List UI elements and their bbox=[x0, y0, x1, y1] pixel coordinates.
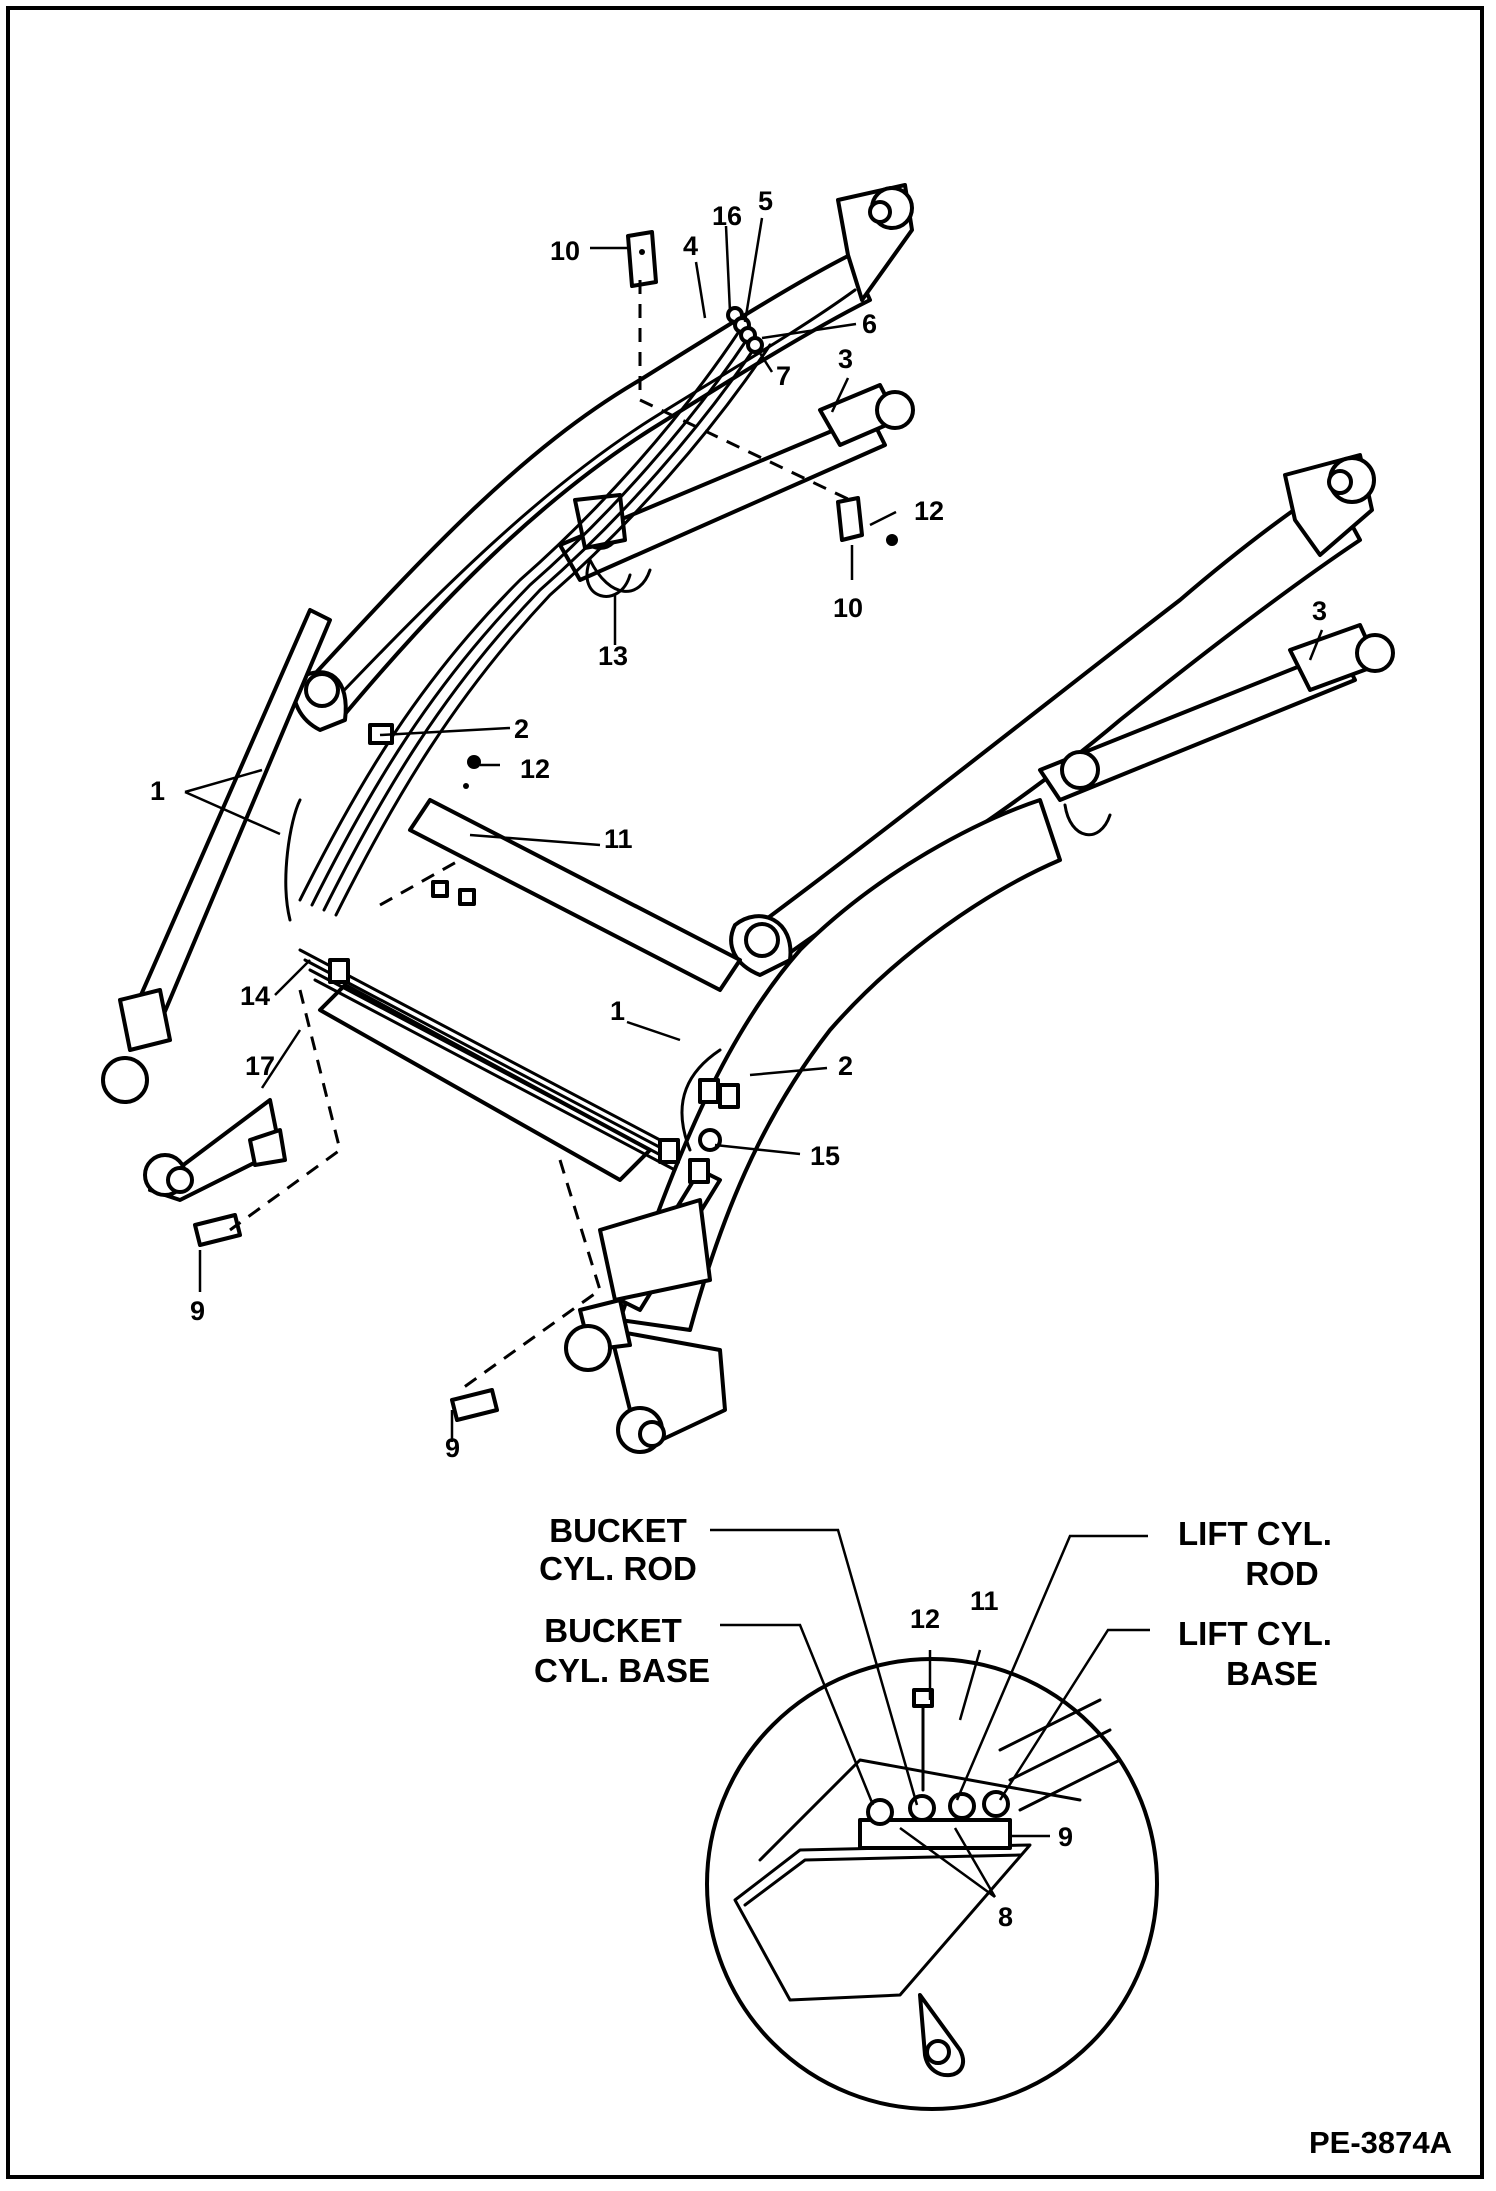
callout-9: 9 bbox=[190, 1296, 205, 1326]
callout-5: 5 bbox=[758, 186, 773, 216]
callout-11: 11 bbox=[604, 824, 633, 854]
callout-2: 2 bbox=[838, 1051, 853, 1081]
callout-9: 9 bbox=[445, 1433, 460, 1463]
callout-1: 1 bbox=[610, 996, 625, 1026]
callout-10: 10 bbox=[550, 236, 580, 266]
detail-view bbox=[705, 1657, 1159, 2111]
callout-9: 9 bbox=[1058, 1822, 1073, 1852]
cross-tube bbox=[318, 798, 742, 1182]
callout-8: 8 bbox=[998, 1902, 1013, 1932]
callout-12: 12 bbox=[520, 754, 550, 784]
assembly-dash-lines bbox=[229, 280, 851, 1392]
callout-numbers: 10 16 5 4 6 7 3 12 10 13 3 2 12 1 11 14 … bbox=[150, 186, 1327, 1932]
detail-labels: BUCKET CYL. ROD BUCKET CYL. BASE LIFT CY… bbox=[534, 1512, 1332, 1692]
callout-16: 16 bbox=[712, 201, 742, 231]
lift-cyl-base-label-line2: BASE bbox=[1226, 1655, 1318, 1692]
callout-12: 12 bbox=[914, 496, 944, 526]
callout-1: 1 bbox=[150, 776, 165, 806]
lift-cyl-rod-label-line2: ROD bbox=[1245, 1555, 1318, 1592]
callout-6: 6 bbox=[862, 309, 877, 339]
left-lift-arm bbox=[291, 183, 914, 732]
callout-3: 3 bbox=[838, 344, 853, 374]
bucket-cyl-rod-label-line1: BUCKET bbox=[549, 1512, 687, 1549]
lift-cyl-base-label-line1: LIFT CYL. bbox=[1178, 1615, 1332, 1652]
callout-3: 3 bbox=[1312, 596, 1327, 626]
right-bucket-cylinder bbox=[1038, 623, 1395, 837]
callout-13: 13 bbox=[598, 641, 628, 671]
clamps-and-hardware bbox=[193, 230, 898, 1422]
right-lift-arm bbox=[608, 453, 1376, 1454]
callout-4: 4 bbox=[683, 231, 698, 261]
callout-10: 10 bbox=[833, 593, 863, 623]
bucket-cyl-rod-label-line2: CYL. ROD bbox=[539, 1550, 697, 1587]
callout-2: 2 bbox=[514, 714, 529, 744]
right-lift-cylinder bbox=[564, 1168, 722, 1372]
callout-12: 12 bbox=[910, 1604, 940, 1634]
callout-15: 15 bbox=[810, 1141, 840, 1171]
callout-11: 11 bbox=[970, 1586, 999, 1616]
hose-bundle bbox=[284, 328, 772, 1172]
leader-lines bbox=[184, 217, 1324, 1442]
callout-14: 14 bbox=[240, 981, 270, 1011]
hose-fittings bbox=[328, 306, 764, 1184]
callout-7: 7 bbox=[776, 361, 791, 391]
bucket-cyl-base-label-line2: CYL. BASE bbox=[534, 1652, 710, 1689]
left-lift-cylinder bbox=[101, 608, 332, 1202]
bucket-cyl-base-label-line1: BUCKET bbox=[544, 1612, 682, 1649]
figure-code: PE-3874A bbox=[1309, 2125, 1452, 2160]
lift-cyl-rod-label-line1: LIFT CYL. bbox=[1178, 1515, 1332, 1552]
detail-leader-lines bbox=[710, 1528, 1150, 1899]
callout-17: 17 bbox=[245, 1051, 275, 1081]
